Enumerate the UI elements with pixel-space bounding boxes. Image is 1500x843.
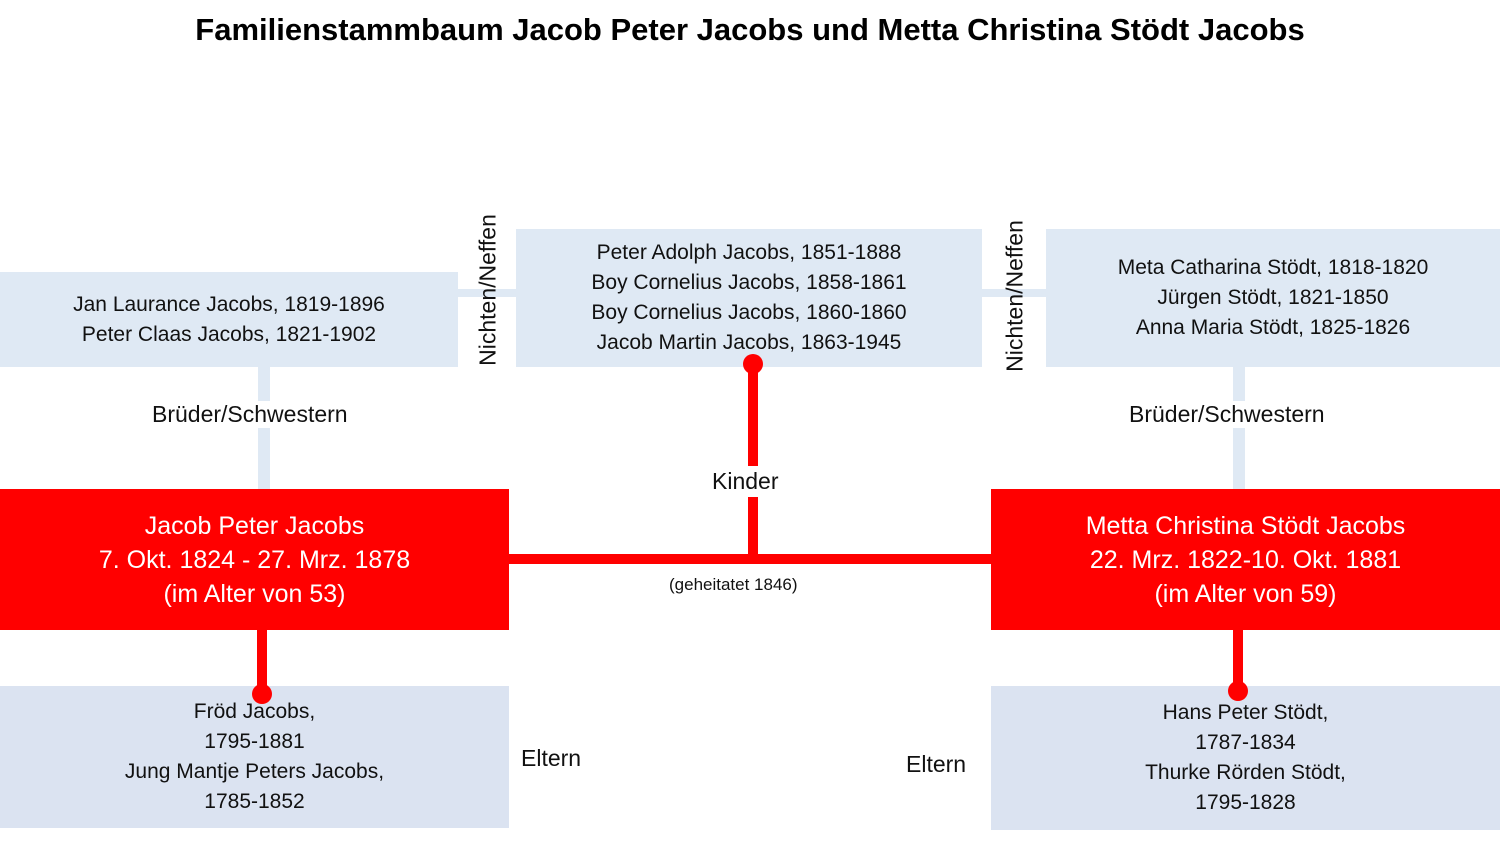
- wife-box: Metta Christina Stödt Jacobs 22. Mrz. 18…: [991, 489, 1500, 630]
- children-connector: [748, 364, 758, 558]
- wife-dates: 22. Mrz. 1822-10. Okt. 1881: [1089, 545, 1402, 574]
- sibling-entry: Jürgen Stödt, 1821-1850: [1157, 286, 1389, 309]
- husband-parents-label: Eltern: [521, 745, 582, 771]
- parent-entry: 1795-1828: [1195, 791, 1296, 814]
- right-siblings-label: Brüder/Schwestern: [1127, 401, 1327, 428]
- left-siblings-label: Brüder/Schwestern: [150, 401, 350, 428]
- husband-name: Jacob Peter Jacobs: [144, 511, 365, 540]
- husband-parents-dot: [252, 684, 272, 704]
- sibling-entry: Peter Claas Jacobs, 1821-1902: [81, 322, 377, 346]
- children-label: Kinder: [708, 466, 783, 497]
- parent-entry: Jung Mantje Peters Jacobs,: [124, 760, 385, 783]
- left-nieces-label: Nichten/Neffen: [474, 214, 501, 366]
- wife-age: (im Alter von 59): [1154, 579, 1337, 608]
- parent-entry: Thurke Rörden Stödt,: [1145, 761, 1346, 784]
- page-title: Familienstammbaum Jacob Peter Jacobs und…: [195, 12, 1305, 47]
- left-siblings-box: Jan Laurance Jacobs, 1819-1896 Peter Cla…: [0, 272, 458, 367]
- husband-dates: 7. Okt. 1824 - 27. Mrz. 1878: [98, 545, 411, 574]
- wife-parents-dot: [1228, 681, 1248, 701]
- right-nieces-label: Nichten/Neffen: [1001, 220, 1028, 372]
- children-box: Peter Adolph Jacobs, 1851-1888 Boy Corne…: [516, 229, 982, 367]
- child-entry: Boy Cornelius Jacobs, 1858-1861: [591, 271, 907, 294]
- parent-entry: Fröd Jacobs,: [193, 700, 316, 723]
- sibling-entry: Anna Maria Stödt, 1825-1826: [1135, 316, 1411, 339]
- wife-parents-box: Hans Peter Stödt, 1787-1834 Thurke Rörde…: [991, 686, 1500, 830]
- left-nieces-connector: [456, 289, 518, 297]
- wife-parents-label: Eltern: [906, 751, 967, 777]
- wife-parents-connector: [1233, 628, 1243, 690]
- husband-box: Jacob Peter Jacobs 7. Okt. 1824 - 27. Mr…: [0, 489, 509, 630]
- sibling-entry: Meta Catharina Stödt, 1818-1820: [1117, 256, 1429, 279]
- wife-name: Metta Christina Stödt Jacobs: [1085, 511, 1406, 540]
- parent-entry: 1785-1852: [204, 790, 305, 813]
- marriage-line: [508, 554, 992, 564]
- right-siblings-connector: [1233, 366, 1245, 490]
- child-entry: Boy Cornelius Jacobs, 1860-1860: [591, 301, 907, 324]
- child-entry: Jacob Martin Jacobs, 1863-1945: [596, 331, 902, 354]
- husband-parents-connector: [257, 628, 267, 694]
- left-siblings-connector: [258, 366, 270, 490]
- marriage-label: (geheitatet 1846): [669, 575, 798, 594]
- husband-parents-box: Fröd Jacobs, 1795-1881 Jung Mantje Peter…: [0, 686, 509, 828]
- right-nieces-connector: [980, 289, 1048, 297]
- sibling-entry: Jan Laurance Jacobs, 1819-1896: [73, 292, 385, 316]
- children-connector-dot: [743, 354, 763, 374]
- parent-entry: 1787-1834: [1195, 731, 1296, 754]
- husband-age: (im Alter von 53): [163, 579, 346, 608]
- right-siblings-box: Meta Catharina Stödt, 1818-1820 Jürgen S…: [1046, 229, 1500, 367]
- parent-entry: Hans Peter Stödt,: [1162, 701, 1329, 724]
- parent-entry: 1795-1881: [204, 730, 305, 753]
- child-entry: Peter Adolph Jacobs, 1851-1888: [596, 241, 902, 264]
